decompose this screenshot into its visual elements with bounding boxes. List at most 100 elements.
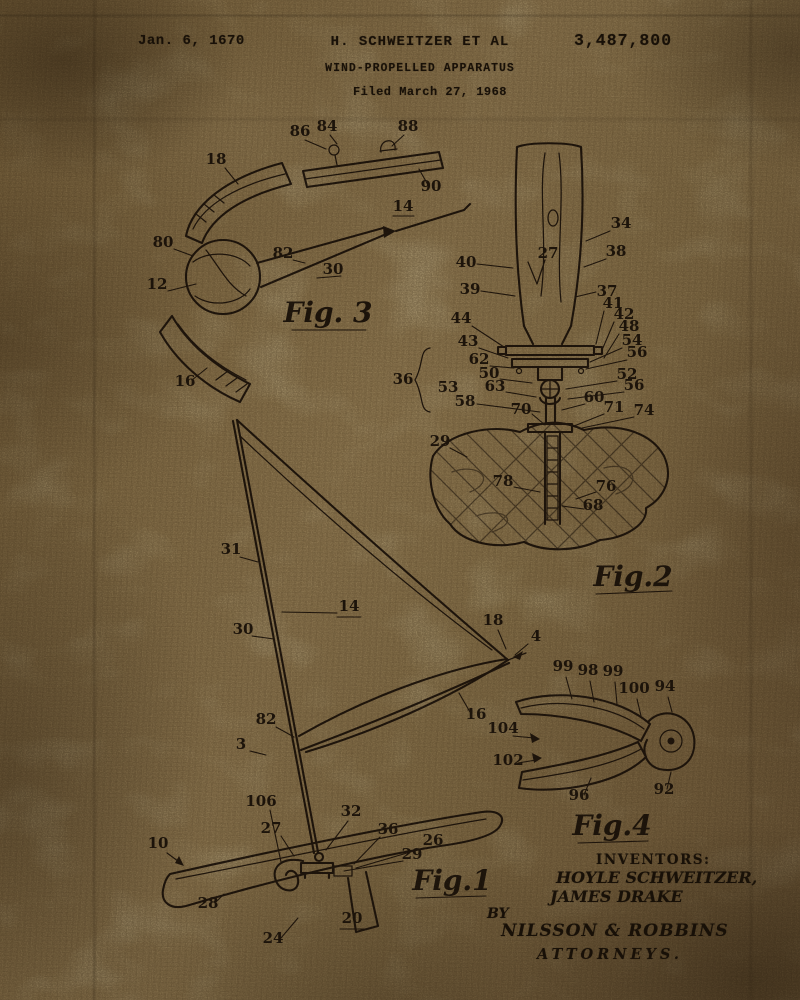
- fig2-mast: [514, 142, 584, 328]
- fig2-board-cross-section: [429, 421, 669, 551]
- fig4-ref-99b: 99: [603, 662, 624, 680]
- fig2-ref-63: 63: [485, 377, 506, 395]
- fig2-caption: Fig.2: [592, 560, 672, 593]
- fig2-ref-34: 34: [611, 214, 632, 232]
- fig1-group: 31 30 14 18 4 16 82 3 106 27 32 36 26 29…: [148, 418, 541, 947]
- fig2-brace-36: [414, 347, 431, 413]
- fig2-ref-36: 36: [393, 370, 414, 388]
- fig3-ref-30: 30: [323, 260, 344, 278]
- fig1-ref-36: 36: [378, 820, 399, 838]
- fig4-group: 99 98 99 100 94 104 102 96 92 Fig.4: [487, 657, 696, 844]
- fig4-drawing: [514, 694, 696, 791]
- fig4-ref-98: 98: [578, 661, 599, 679]
- fig1-ref-27: 27: [261, 819, 282, 837]
- fig3-ref-14: 14: [393, 197, 414, 215]
- fig1-sail-seam: [239, 435, 493, 651]
- fig3-ref-16: 16: [175, 372, 196, 390]
- fig2-bolt-left: [515, 367, 523, 375]
- fig2-ref-56a: 56: [627, 343, 648, 361]
- inventors-heading: INVENTORS:: [596, 852, 711, 868]
- fig3-leaders: [167, 134, 429, 381]
- fig4-ref-92: 92: [654, 780, 675, 798]
- fig2-ref-56b: 56: [624, 376, 645, 394]
- fig2-ref-44: 44: [451, 309, 472, 327]
- attorney-firm: NILSSON & ROBBINS: [501, 921, 729, 941]
- fig2-ref-71: 71: [604, 398, 625, 416]
- fig1-ref-20: 20: [342, 909, 363, 927]
- fig1-universal-joint: [313, 851, 325, 863]
- fig2-ref-38: 38: [606, 242, 627, 260]
- fig3-caption: Fig. 3: [282, 296, 372, 329]
- fig2-retainer-chain: [546, 435, 559, 521]
- fig2-bolt-right: [577, 367, 585, 375]
- fig2-flange-plate-2: [510, 357, 590, 369]
- fig1-ref-10: 10: [148, 834, 169, 852]
- fig3-ref-82: 82: [273, 244, 294, 262]
- fig1-sail-leech: [235, 418, 510, 662]
- fig4-arrowhead-104: [530, 733, 540, 743]
- fig1-ref-30: 30: [233, 620, 254, 638]
- inventor-name-1: HOYLE SCHWEITZER,: [556, 868, 758, 887]
- fig3-ref-80: 80: [153, 233, 174, 251]
- fig2-ref-76: 76: [596, 477, 617, 495]
- fig1-ref-18: 18: [483, 611, 504, 629]
- fig3-rolled-sail-detail: [192, 249, 251, 304]
- fig1-ref-28: 28: [198, 894, 219, 912]
- fig2-mast-knot: [547, 209, 559, 227]
- fig1-caption: Fig.1: [411, 864, 491, 897]
- fig1-boom-upper: [297, 657, 509, 738]
- fig2-ref-58: 58: [455, 392, 476, 410]
- fig3-rope-eye: [328, 144, 340, 156]
- fig1-ref-82: 82: [256, 710, 277, 728]
- fig1-drawing: [161, 418, 527, 934]
- fig1-ref-29: 29: [402, 845, 423, 863]
- fig1-ref-26: 26: [423, 831, 444, 849]
- inventor-name-2: JAMES DRAKE: [550, 887, 683, 906]
- fig3-ref-90: 90: [421, 177, 442, 195]
- fig1-ref-3: 3: [236, 735, 246, 753]
- fig3-upper-boom: [184, 161, 293, 245]
- fig3-lower-boom: [158, 314, 252, 404]
- fig4-ref-99a: 99: [553, 657, 574, 675]
- fig2-pin: [544, 396, 557, 426]
- fig3-ref-86: 86: [290, 122, 311, 140]
- fig2-ref-70: 70: [511, 400, 532, 418]
- fig1-ref-31: 31: [221, 540, 242, 558]
- fig1-ref-106: 106: [245, 792, 276, 810]
- fig1-ref-16: 16: [466, 705, 487, 723]
- fig4-ref-96: 96: [569, 786, 590, 804]
- fig2-mast-tenon: [522, 324, 573, 346]
- fig2-board-hatching: [430, 422, 668, 550]
- fig1-ref-32: 32: [341, 802, 362, 820]
- fig2-flange-plate-1: [496, 344, 604, 357]
- fig2-ref-39: 39: [460, 280, 481, 298]
- fig2-ref-29: 29: [430, 432, 451, 450]
- fig2-ref-74: 74: [634, 401, 655, 419]
- fig4-caption: Fig.4: [571, 809, 651, 842]
- fig2-hatch-lines: [430, 422, 668, 550]
- fig4-ref-102: 102: [492, 751, 523, 769]
- fig2-ref-78: 78: [493, 472, 514, 490]
- fig3-line-junction: [383, 226, 396, 238]
- fig2-mast-wood-grain: [527, 152, 562, 303]
- fig3-ref-12: 12: [147, 275, 168, 293]
- fig4-ref-104: 104: [487, 719, 518, 737]
- fig3-ref-84: 84: [317, 117, 338, 135]
- fig3-leader-lines: [167, 134, 429, 381]
- fig2-ref-40: 40: [456, 253, 477, 271]
- fig4-lower-fin-lamination: [522, 748, 642, 781]
- attorneys-label: ATTORNEYS.: [537, 946, 683, 963]
- fig2-ref-43: 43: [458, 332, 479, 350]
- fig3-ref-18: 18: [206, 150, 227, 168]
- fig1-ref-4: 4: [531, 627, 541, 645]
- fig4-arrowhead-102: [532, 753, 542, 763]
- fig4-upper-fin: [514, 694, 652, 743]
- fig4-lower-fin: [517, 740, 648, 791]
- fig4-ref-94: 94: [655, 677, 676, 695]
- fig2-ref-27: 27: [538, 244, 559, 262]
- fig2-ref-68: 68: [583, 496, 604, 514]
- fig2-ref-60: 60: [584, 388, 605, 406]
- fig4-ref-100: 100: [618, 679, 649, 697]
